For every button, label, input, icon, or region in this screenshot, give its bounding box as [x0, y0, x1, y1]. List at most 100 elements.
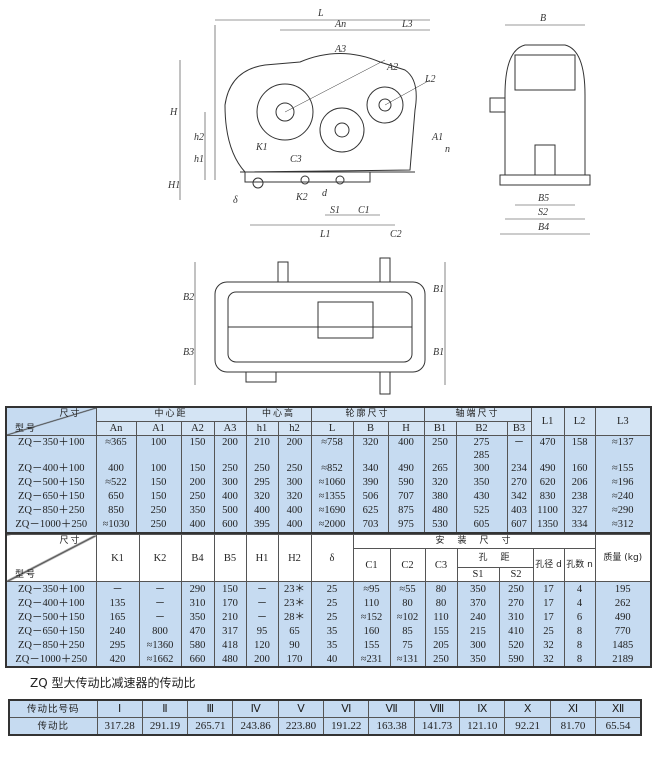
ratio-value-cell: 121.10: [459, 717, 506, 736]
value-cell: 165: [95, 610, 140, 624]
column-header: h1: [245, 421, 279, 436]
value-cell: －: [138, 610, 182, 624]
value-cell: ≈758: [310, 435, 354, 462]
value-cell: 317: [213, 624, 247, 638]
model-cell: ZQ－850＋250: [5, 638, 97, 652]
value-cell: 320: [277, 490, 312, 504]
ratio-code-cell: Ⅸ: [459, 699, 506, 718]
value-cell: 605: [455, 518, 508, 533]
value-cell: 240: [456, 610, 500, 624]
value-cell: 250: [498, 581, 534, 596]
value-cell: 8: [563, 638, 596, 652]
value-cell: 525: [455, 504, 508, 518]
ratio-code-cell: Ⅴ: [277, 699, 325, 718]
svg-text:H: H: [169, 107, 178, 118]
value-cell: 1485: [594, 638, 652, 652]
value-cell: 23＊: [277, 581, 312, 596]
value-cell: ≈131: [389, 652, 426, 667]
value-cell: 480: [213, 652, 247, 667]
value-cell: 110: [424, 610, 458, 624]
svg-text:A3: A3: [334, 44, 346, 55]
model-cell: ZQ－350＋100: [5, 435, 97, 462]
value-cell: 205: [424, 638, 458, 652]
svg-text:L: L: [317, 8, 324, 19]
value-cell: 875: [387, 504, 425, 518]
ratio-value-cell: 243.86: [232, 717, 279, 736]
ratio-value-cell: 81.70: [549, 717, 597, 736]
column-group-header: 孔 距: [456, 548, 534, 568]
svg-text:K2: K2: [295, 192, 308, 203]
value-cell: 607: [506, 518, 532, 533]
value-cell: 580: [180, 638, 215, 652]
column-group-header: 轴端尺寸: [423, 406, 532, 422]
value-cell: ≈365: [95, 435, 137, 462]
value-cell: 240: [95, 624, 140, 638]
value-cell: 262: [594, 596, 652, 610]
value-cell: 395: [245, 518, 279, 533]
value-cell: 8: [563, 652, 596, 667]
value-cell: ≈1355: [310, 490, 354, 504]
value-cell: ≈55: [389, 581, 426, 596]
value-cell: 660: [180, 652, 215, 667]
value-cell: 80: [424, 596, 458, 610]
column-group-header: 中心距: [95, 406, 247, 422]
svg-text:d: d: [322, 188, 328, 199]
column-header: L2: [563, 406, 596, 436]
value-cell: 150: [135, 490, 182, 504]
column-header: L: [310, 421, 354, 436]
value-cell: 370: [456, 596, 500, 610]
svg-text:L3: L3: [401, 19, 413, 30]
column-group-header: 中心高: [245, 406, 312, 422]
value-cell: 170: [213, 596, 247, 610]
value-cell: 25: [310, 596, 354, 610]
value-cell: 200: [213, 435, 247, 462]
svg-text:L2: L2: [424, 74, 436, 85]
value-cell: 215: [456, 624, 500, 638]
svg-text:C2: C2: [390, 229, 402, 240]
column-header: K2: [138, 534, 182, 582]
ratio-code-cell: Ⅰ: [96, 699, 143, 718]
value-cell: 470: [180, 624, 215, 638]
value-cell: 480: [423, 504, 457, 518]
value-cell: 400: [180, 518, 215, 533]
value-cell: 25: [532, 624, 565, 638]
value-cell: 195: [594, 581, 652, 596]
value-cell: 590: [387, 476, 425, 490]
value-cell: －: [506, 435, 532, 462]
column-header: 孔径 d: [532, 548, 565, 582]
value-cell: －: [138, 596, 182, 610]
value-cell: 23＊: [277, 596, 312, 610]
value-cell: 290: [180, 581, 215, 596]
value-cell: 707: [387, 490, 425, 504]
value-cell: 4: [563, 581, 596, 596]
value-cell: 160: [352, 624, 391, 638]
value-cell: 250: [423, 435, 457, 462]
value-cell: ≈137: [594, 435, 652, 462]
model-cell: ZQ－350＋100: [5, 581, 97, 596]
value-cell: ≈522: [95, 476, 137, 490]
svg-text:B2: B2: [183, 292, 194, 303]
value-cell: ≈312: [594, 518, 652, 533]
value-cell: 270: [506, 476, 532, 490]
value-cell: 80: [424, 581, 458, 596]
svg-text:δ: δ: [233, 195, 238, 206]
value-cell: 410: [498, 624, 534, 638]
value-cell: 265: [423, 462, 457, 476]
column-header: B4: [180, 534, 215, 582]
value-cell: 80: [389, 596, 426, 610]
value-cell: 320: [352, 435, 389, 462]
value-cell: 390: [352, 476, 389, 490]
value-cell: 342: [506, 490, 532, 504]
value-cell: 100: [135, 435, 182, 462]
value-cell: 470: [530, 435, 565, 462]
value-cell: 200: [245, 652, 279, 667]
column-header: B5: [213, 534, 247, 582]
